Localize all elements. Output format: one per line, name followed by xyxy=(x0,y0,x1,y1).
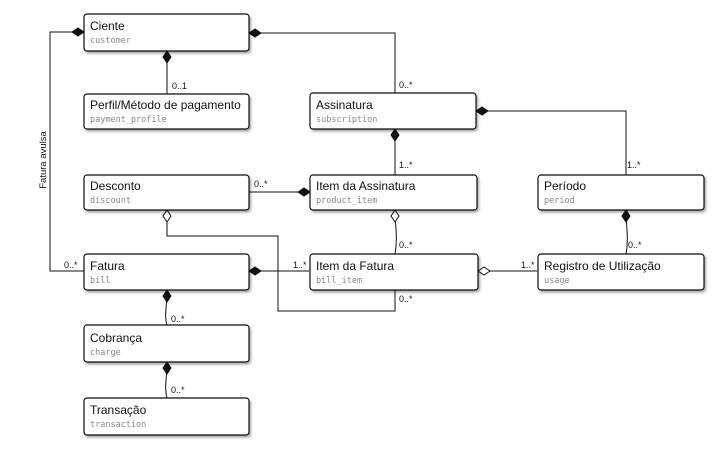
node-title: Desconto xyxy=(90,179,141,193)
node-title: Ciente xyxy=(90,19,125,33)
node-product-item[interactable]: Item da Assinatura product_item xyxy=(309,174,478,211)
node-subtitle: customer xyxy=(90,36,131,46)
node-charge[interactable]: Cobrança charge xyxy=(83,324,250,363)
mult-payment-profile: 0..1 xyxy=(172,81,187,91)
diamond-product-item-bill-item xyxy=(390,209,400,223)
node-subtitle: bill_item xyxy=(316,276,362,286)
diamond-customer-subscription xyxy=(248,28,262,38)
node-title: Período xyxy=(544,179,586,193)
node-title: Item da Fatura xyxy=(316,259,394,273)
node-subtitle: transaction xyxy=(90,420,146,430)
diamond-bill-charge xyxy=(162,289,172,303)
node-payment-profile[interactable]: Perfil/Método de pagamento payment_profi… xyxy=(83,93,250,130)
diamond-customer-payment-profile xyxy=(162,50,172,64)
node-title: Fatura xyxy=(90,259,125,273)
node-title: Transação xyxy=(90,403,147,417)
diamond-period-usage xyxy=(621,209,631,223)
node-subtitle: bill xyxy=(90,276,110,286)
mult-bill-from-customer: 0..* xyxy=(64,260,78,270)
node-usage[interactable]: Registro de Utilização usage xyxy=(537,253,705,291)
diamond-subscription-period xyxy=(475,106,489,116)
diamond-charge-transaction xyxy=(162,361,172,375)
edge-label-fatura-avulsa: Fatura avulsa xyxy=(38,131,49,189)
diamond-discount-product-item xyxy=(297,187,311,197)
node-subtitle: payment_profile xyxy=(90,115,167,125)
mult-transaction-from-charge: 0..* xyxy=(171,385,185,395)
node-title: Item da Assinatura xyxy=(316,179,416,193)
node-bill[interactable]: Fatura bill xyxy=(83,253,250,291)
edge-subscription-period xyxy=(476,110,627,175)
diamond-bill-bill-item xyxy=(248,266,262,276)
node-subtitle: period xyxy=(544,196,575,206)
node-period[interactable]: Período period xyxy=(537,174,705,211)
mult-bill-item-from-discount: 0..* xyxy=(399,294,413,304)
mult-charge-from-bill: 0..* xyxy=(171,314,185,324)
edges xyxy=(49,27,631,399)
diamond-discount-bill-item xyxy=(162,209,172,223)
mult-product-item-from-subscription: 1..* xyxy=(399,160,413,170)
edge-customer-subscription xyxy=(249,32,396,93)
node-title: Assinatura xyxy=(316,98,373,112)
mult-period-from-subscription: 1..* xyxy=(627,160,641,170)
edge-discount-bill-item xyxy=(166,212,396,312)
diamond-customer-bill xyxy=(71,27,85,37)
node-subscription[interactable]: Assinatura subscription xyxy=(309,92,477,130)
node-subtitle: subscription xyxy=(316,115,377,125)
node-bill-item[interactable]: Item da Fatura bill_item xyxy=(309,253,479,291)
node-title: Registro de Utilização xyxy=(544,259,661,273)
mult-bill-item-from-product-item: 0..* xyxy=(399,240,413,250)
mult-subscription-from-customer: 0..* xyxy=(399,80,413,90)
mult-usage-from-period: 0..* xyxy=(628,240,642,250)
mult-bill-item-from-bill: 1..* xyxy=(293,260,307,270)
diamond-usage-bill-item xyxy=(477,266,491,276)
node-subtitle: charge xyxy=(90,348,121,358)
node-subtitle: discount xyxy=(90,196,131,206)
mult-discount-to-product-item: 0..* xyxy=(254,179,268,189)
node-transaction[interactable]: Transação transaction xyxy=(83,397,250,436)
node-title: Perfil/Método de pagamento xyxy=(90,98,241,112)
diamond-subscription-product-item xyxy=(390,128,400,142)
edge-customer-bill xyxy=(49,31,84,272)
node-subtitle: product_item xyxy=(316,196,377,206)
node-discount[interactable]: Desconto discount xyxy=(83,174,250,211)
node-subtitle: usage xyxy=(544,276,570,286)
node-customer[interactable]: Ciente customer xyxy=(83,13,250,52)
node-title: Cobrança xyxy=(90,331,142,345)
multiplicity-labels: 0..1 0..* 1..* 1..* 0..* 0..* 0..* 0..* … xyxy=(64,80,642,395)
mult-bill-item-from-usage: 1..* xyxy=(521,260,535,270)
